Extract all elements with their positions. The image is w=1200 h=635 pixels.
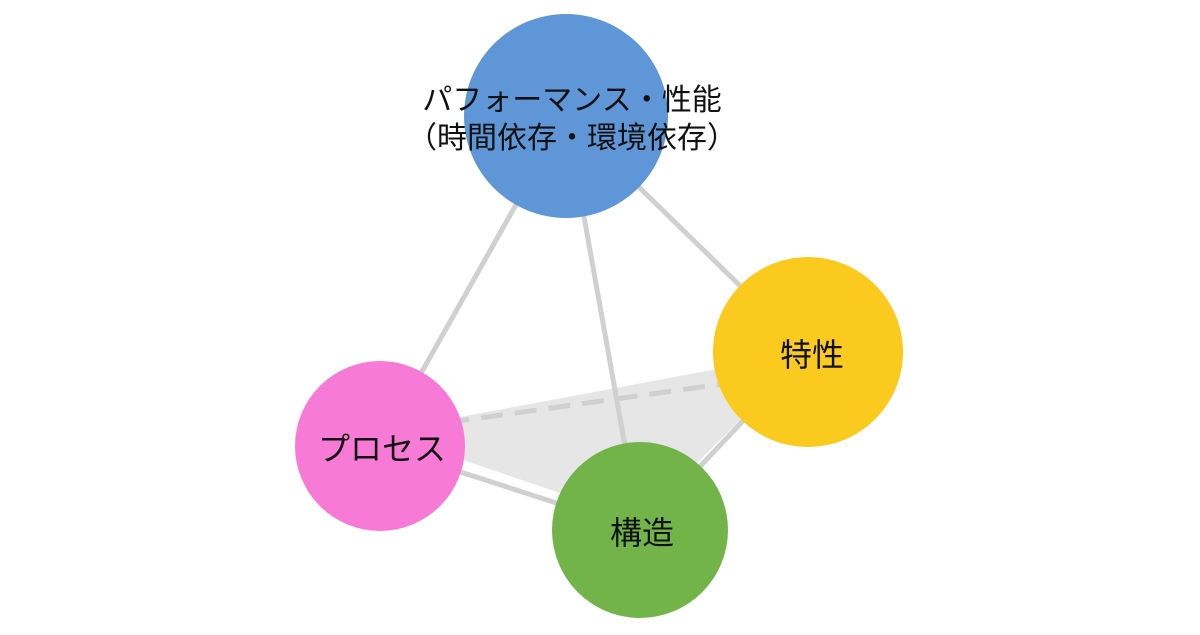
node-structure-label: 構造: [610, 514, 674, 552]
node-process-label: プロセス: [318, 430, 446, 468]
node-performance-label-line2: （時間依存・環境依存）: [407, 121, 737, 156]
node-property: [713, 257, 903, 447]
node-performance-label-line1: パフォーマンス・性能: [422, 83, 721, 118]
node-property-label: 特性: [780, 336, 844, 374]
shaded-triangle: [380, 352, 808, 520]
node-performance: [464, 14, 668, 218]
node-process: [295, 361, 465, 531]
node-structure: [552, 442, 728, 618]
